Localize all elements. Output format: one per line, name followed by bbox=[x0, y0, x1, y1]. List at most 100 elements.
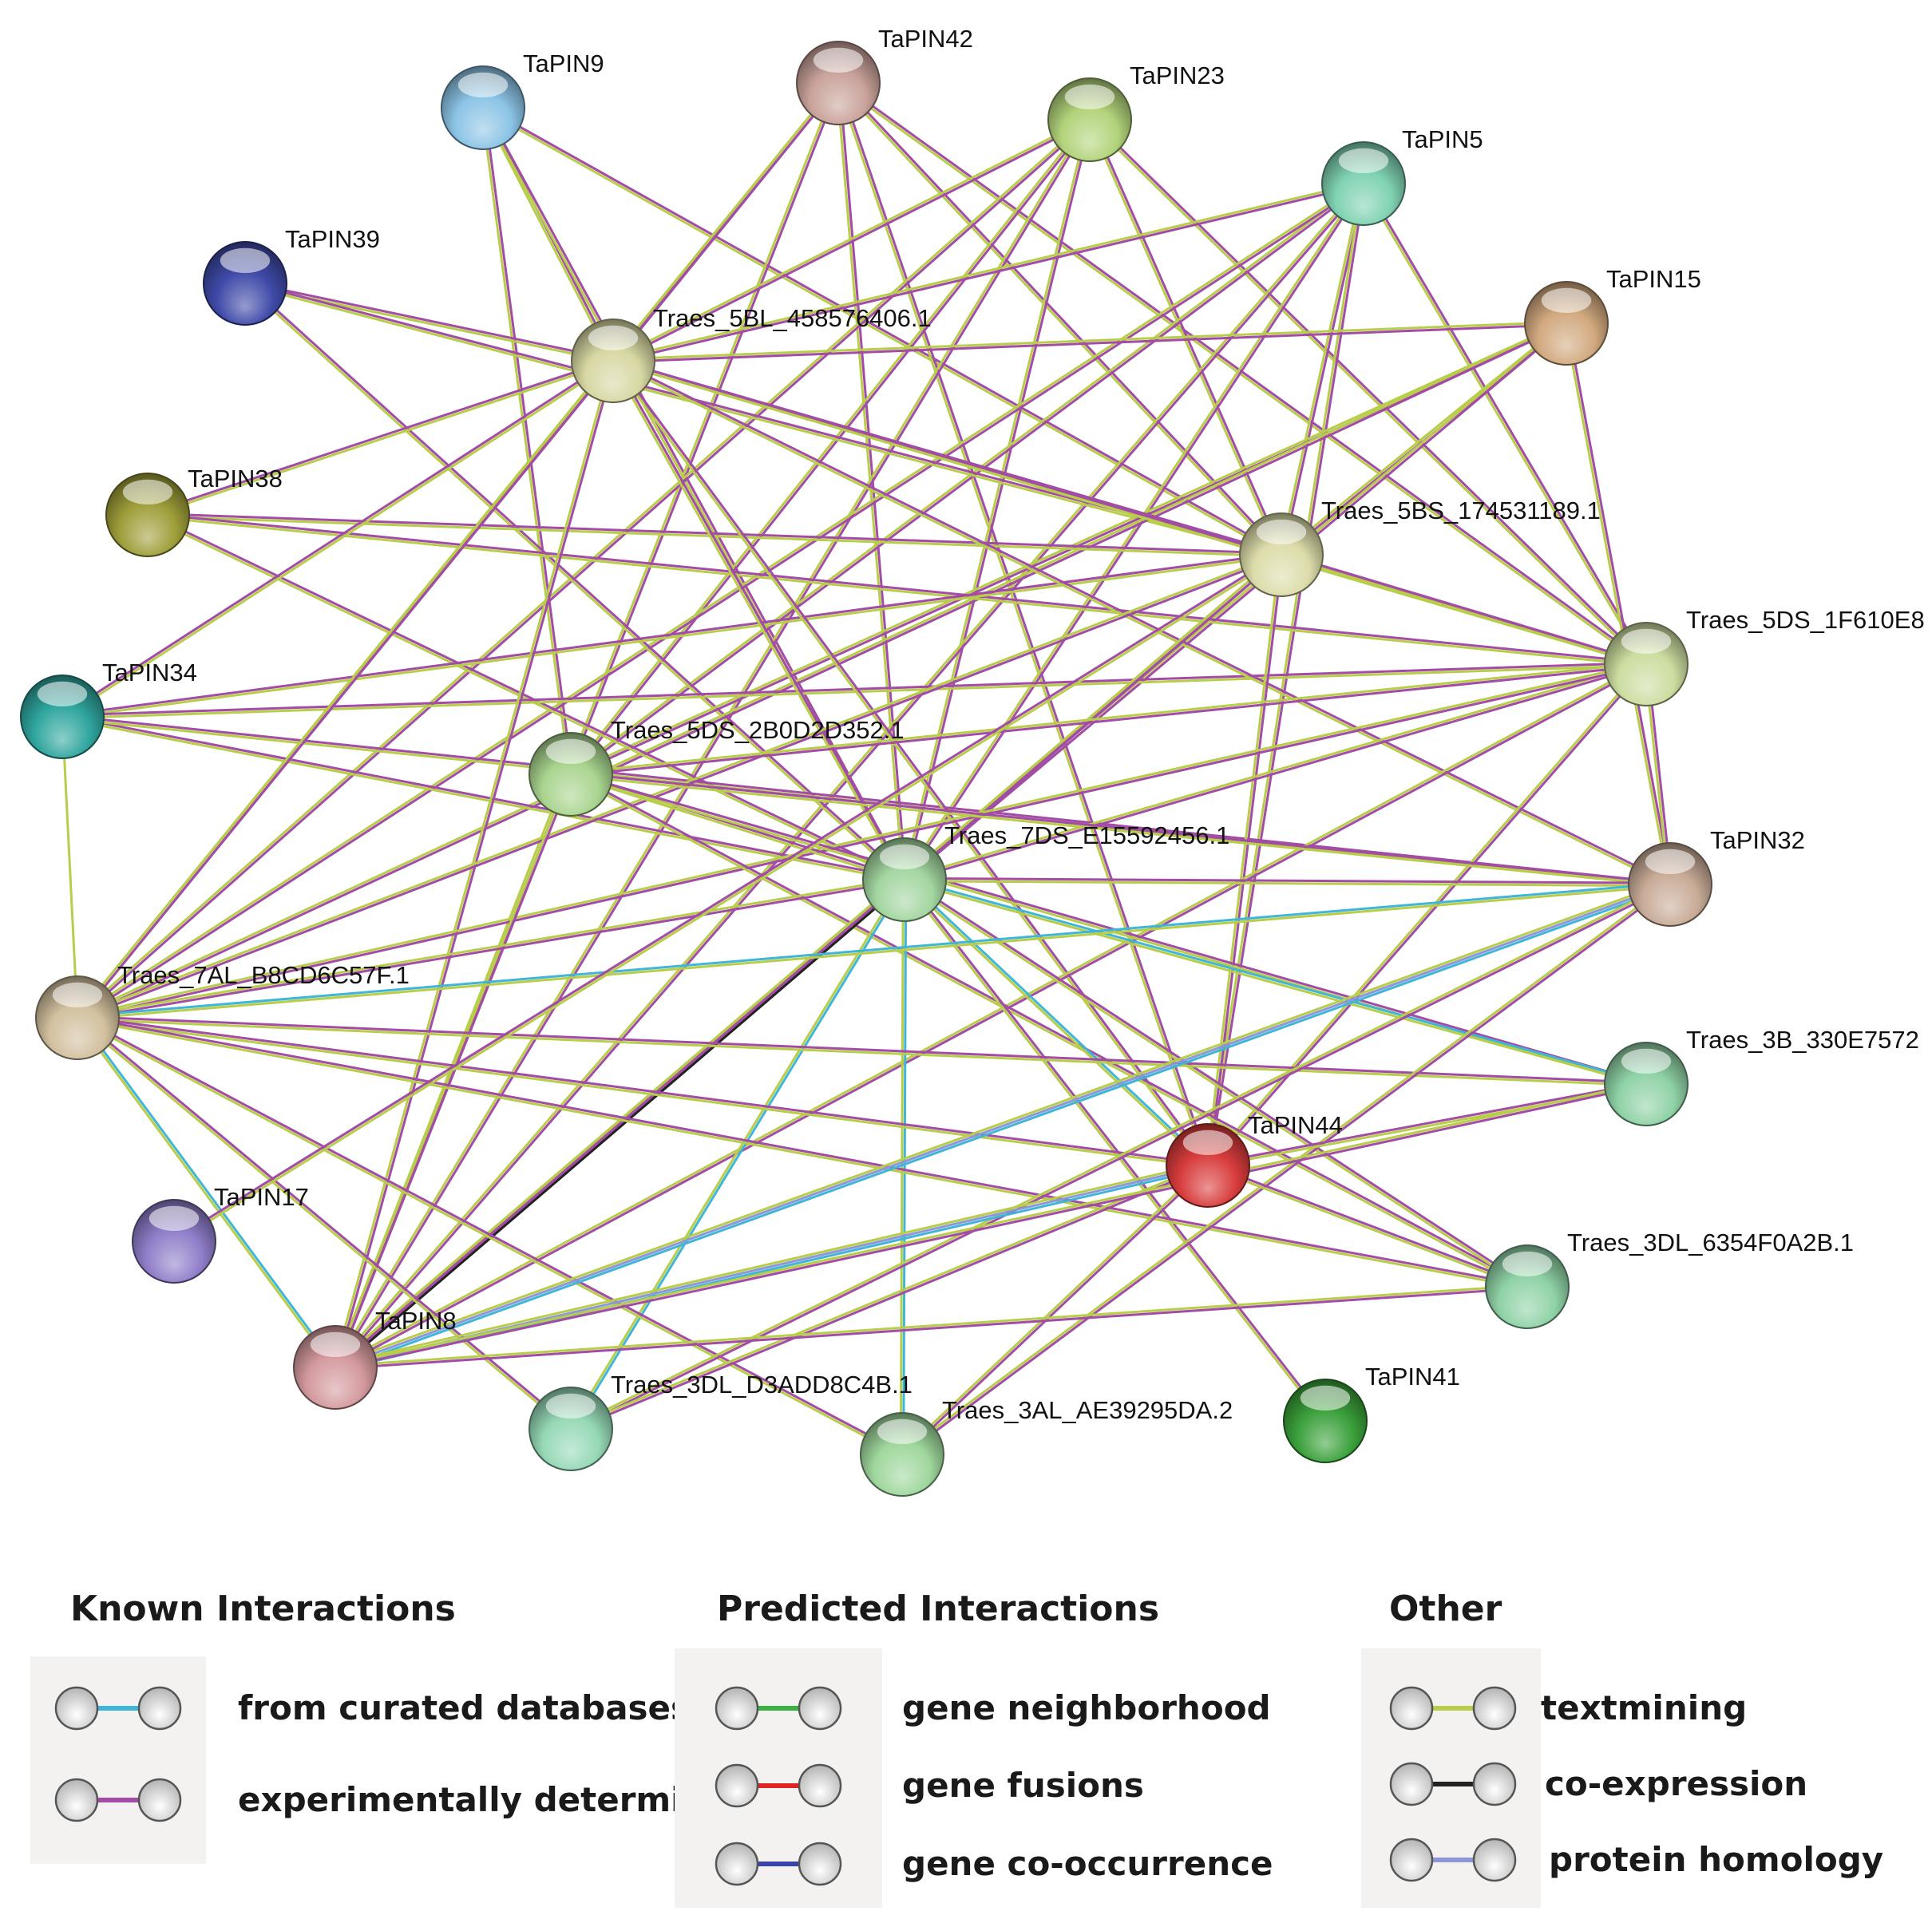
edge-traes-5bs-174531189-1-tapin44 bbox=[1205, 554, 1285, 1166]
edge-line-textmining bbox=[569, 774, 1527, 1289]
node-tapin8[interactable]: TaPIN8 bbox=[293, 1307, 457, 1410]
edge-line-textmining bbox=[481, 108, 1281, 557]
edge-line-textmining bbox=[243, 283, 905, 882]
edge-line-textmining bbox=[77, 884, 1671, 1021]
edge-line-textmining bbox=[480, 108, 571, 775]
edge-line-experimental bbox=[77, 880, 905, 1021]
edge-tapin39-traes-7ds-e15592456-1 bbox=[243, 281, 907, 882]
edge-line-textmining bbox=[904, 661, 1646, 880]
edge-line-database bbox=[902, 880, 908, 1455]
edge-line-textmining bbox=[77, 1018, 1646, 1087]
edge-line-experimental bbox=[571, 771, 1647, 1084]
edge-line-experimental bbox=[61, 358, 613, 717]
edge-line-experimental bbox=[905, 120, 1093, 880]
node-traes-5bs-174531189-1[interactable]: Traes_5BS_174531189.1 bbox=[1239, 497, 1601, 597]
edge-tapin23-traes-7al-b8cd6c57f-1 bbox=[75, 117, 1092, 1020]
node-highlight bbox=[1064, 84, 1115, 109]
edge-traes-3b-330e7572-tapin8 bbox=[335, 1081, 1647, 1371]
node-tapin42[interactable]: TaPIN42 bbox=[796, 25, 973, 125]
legend-other: Other textmining co-expression protein h… bbox=[1361, 1589, 1920, 1908]
edge-line-textmining bbox=[77, 876, 905, 1018]
edge-line-experimental bbox=[905, 878, 1328, 1421]
edge-traes-5ds-1f610e8-traes-5ds-2b0d2d352-1 bbox=[570, 661, 1647, 777]
edge-line-textmining bbox=[1206, 1165, 1527, 1289]
node-tapin39[interactable]: TaPIN39 bbox=[203, 225, 380, 326]
edge-line-experimental bbox=[148, 512, 906, 880]
edge-tapin23-traes-7ds-e15592456-1 bbox=[901, 119, 1093, 880]
edge-line-textmining bbox=[570, 661, 1646, 774]
edge-line-textmining bbox=[75, 1018, 571, 1431]
legend-item-label: textmining bbox=[1541, 1688, 1748, 1727]
node-label: TaPIN15 bbox=[1606, 265, 1701, 293]
node-highlight bbox=[545, 1393, 596, 1418]
edge-line-textmining bbox=[62, 361, 615, 719]
edge-line-database bbox=[905, 876, 1647, 1084]
node-traes-7ds-e15592456-1[interactable]: Traes_7DS_E15592456.1 bbox=[862, 821, 1229, 922]
edge-traes-5bs-174531189-1-traes-5ds-1f610e8 bbox=[1281, 552, 1647, 667]
edge-line-textmining bbox=[148, 361, 615, 518]
edge-line-textmining bbox=[61, 716, 79, 1019]
edge-traes-7ds-e15592456-1-traes-3dl-d3add8c4b-1 bbox=[568, 878, 907, 1430]
edge-traes-7al-b8cd6c57f-1-traes-3dl-6354f0a2b-1 bbox=[77, 1015, 1528, 1290]
edge-line-experimental bbox=[483, 106, 907, 880]
node-tapin23[interactable]: TaPIN23 bbox=[1047, 61, 1225, 162]
edge-tapin23-tapin8 bbox=[333, 118, 1092, 1369]
node-label: TaPIN9 bbox=[523, 49, 604, 77]
edge-traes-7ds-e15592456-1-tapin8 bbox=[332, 876, 908, 1371]
node-label: TaPIN39 bbox=[285, 225, 380, 253]
edge-traes-7ds-e15592456-1-tapin41 bbox=[902, 878, 1328, 1422]
node-tapin17[interactable]: TaPIN17 bbox=[132, 1183, 309, 1284]
node-traes-3al-ae39295da-2[interactable]: Traes_3AL_AE39295DA.2 bbox=[860, 1396, 1233, 1497]
node-label: TaPIN41 bbox=[1365, 1363, 1460, 1391]
swatch-node bbox=[715, 1842, 759, 1886]
node-highlight bbox=[1502, 1251, 1553, 1276]
edge-tapin15-traes-7al-b8cd6c57f-1 bbox=[76, 321, 1568, 1020]
node-traes-3dl-d3add8c4b-1[interactable]: Traes_3DL_D3ADD8C4B.1 bbox=[529, 1371, 913, 1471]
edge-line-experimental bbox=[902, 1165, 1210, 1457]
node-tapin38[interactable]: TaPIN38 bbox=[105, 465, 283, 557]
node-highlight bbox=[545, 738, 596, 765]
node-traes-5ds-1f610e8[interactable]: Traes_5DS_1F610E8 bbox=[1604, 606, 1925, 706]
edge-line-experimental bbox=[571, 664, 1647, 777]
edge-line-experimental bbox=[571, 772, 1529, 1287]
edge-line-experimental bbox=[571, 771, 905, 880]
edge-tapin44-traes-3al-ae39295da-2 bbox=[900, 1163, 1210, 1457]
node-tapin32[interactable]: TaPIN32 bbox=[1628, 826, 1805, 927]
node-traes-5ds-2b0d2d352-1[interactable]: Traes_5DS_2B0D2D352.1 bbox=[529, 716, 905, 817]
node-tapin15[interactable]: TaPIN15 bbox=[1524, 265, 1701, 366]
edge-line-textmining bbox=[904, 880, 1670, 888]
node-highlight bbox=[148, 1205, 200, 1231]
node-tapin34[interactable]: TaPIN34 bbox=[20, 659, 197, 759]
edge-line-experimental bbox=[1207, 1081, 1646, 1165]
node-highlight bbox=[37, 681, 88, 707]
node-traes-5bl-458576406-1[interactable]: Traes_5BL_458576406.1 bbox=[571, 304, 932, 403]
edge-tapin42-traes-5bs-174531189-1 bbox=[836, 81, 1284, 557]
node-highlight bbox=[813, 47, 864, 73]
node-highlight bbox=[122, 479, 173, 505]
edge-line-textmining bbox=[1206, 662, 1646, 1165]
node-label: TaPIN38 bbox=[188, 465, 283, 493]
edge-line-experimental bbox=[483, 105, 1283, 555]
node-highlight bbox=[1621, 1048, 1672, 1074]
legend-known-box bbox=[30, 1656, 206, 1864]
node-tapin9[interactable]: TaPIN9 bbox=[441, 49, 604, 150]
edge-traes-5ds-2b0d2d352-1-tapin32 bbox=[570, 771, 1671, 888]
node-traes-7al-b8cd6c57f-1[interactable]: Traes_7AL_B8CD6C57F.1 bbox=[35, 961, 410, 1060]
edge-line-textmining bbox=[147, 515, 1646, 667]
edge-line-textmining bbox=[1087, 120, 1646, 667]
edge-line-textmining bbox=[570, 774, 905, 883]
node-tapin5[interactable]: TaPIN5 bbox=[1321, 125, 1483, 226]
node-traes-3dl-6354f0a2b-1[interactable]: Traes_3DL_6354F0A2B.1 bbox=[1485, 1229, 1854, 1329]
edge-tapin32-tapin8 bbox=[334, 880, 1672, 1371]
node-traes-3b-330e7572[interactable]: Traes_3B_330E7572 bbox=[1604, 1026, 1919, 1126]
edge-line-experimental bbox=[1364, 182, 1649, 664]
edge-line-textmining bbox=[902, 880, 1208, 1168]
edge-line-experimental bbox=[335, 878, 905, 1369]
edge-traes-5bl-458576406-1-tapin32 bbox=[612, 358, 1672, 887]
gene-neighborhood-swatch-icon bbox=[715, 1686, 842, 1731]
edge-line-experimental bbox=[335, 1084, 1647, 1371]
node-tapin44[interactable]: TaPIN44 bbox=[1166, 1111, 1343, 1208]
edge-tapin39-traes-5bl-458576406-1 bbox=[244, 280, 614, 364]
edge-traes-7ds-e15592456-1-traes-3al-ae39295da-2 bbox=[899, 879, 908, 1455]
node-tapin41[interactable]: TaPIN41 bbox=[1283, 1363, 1460, 1463]
